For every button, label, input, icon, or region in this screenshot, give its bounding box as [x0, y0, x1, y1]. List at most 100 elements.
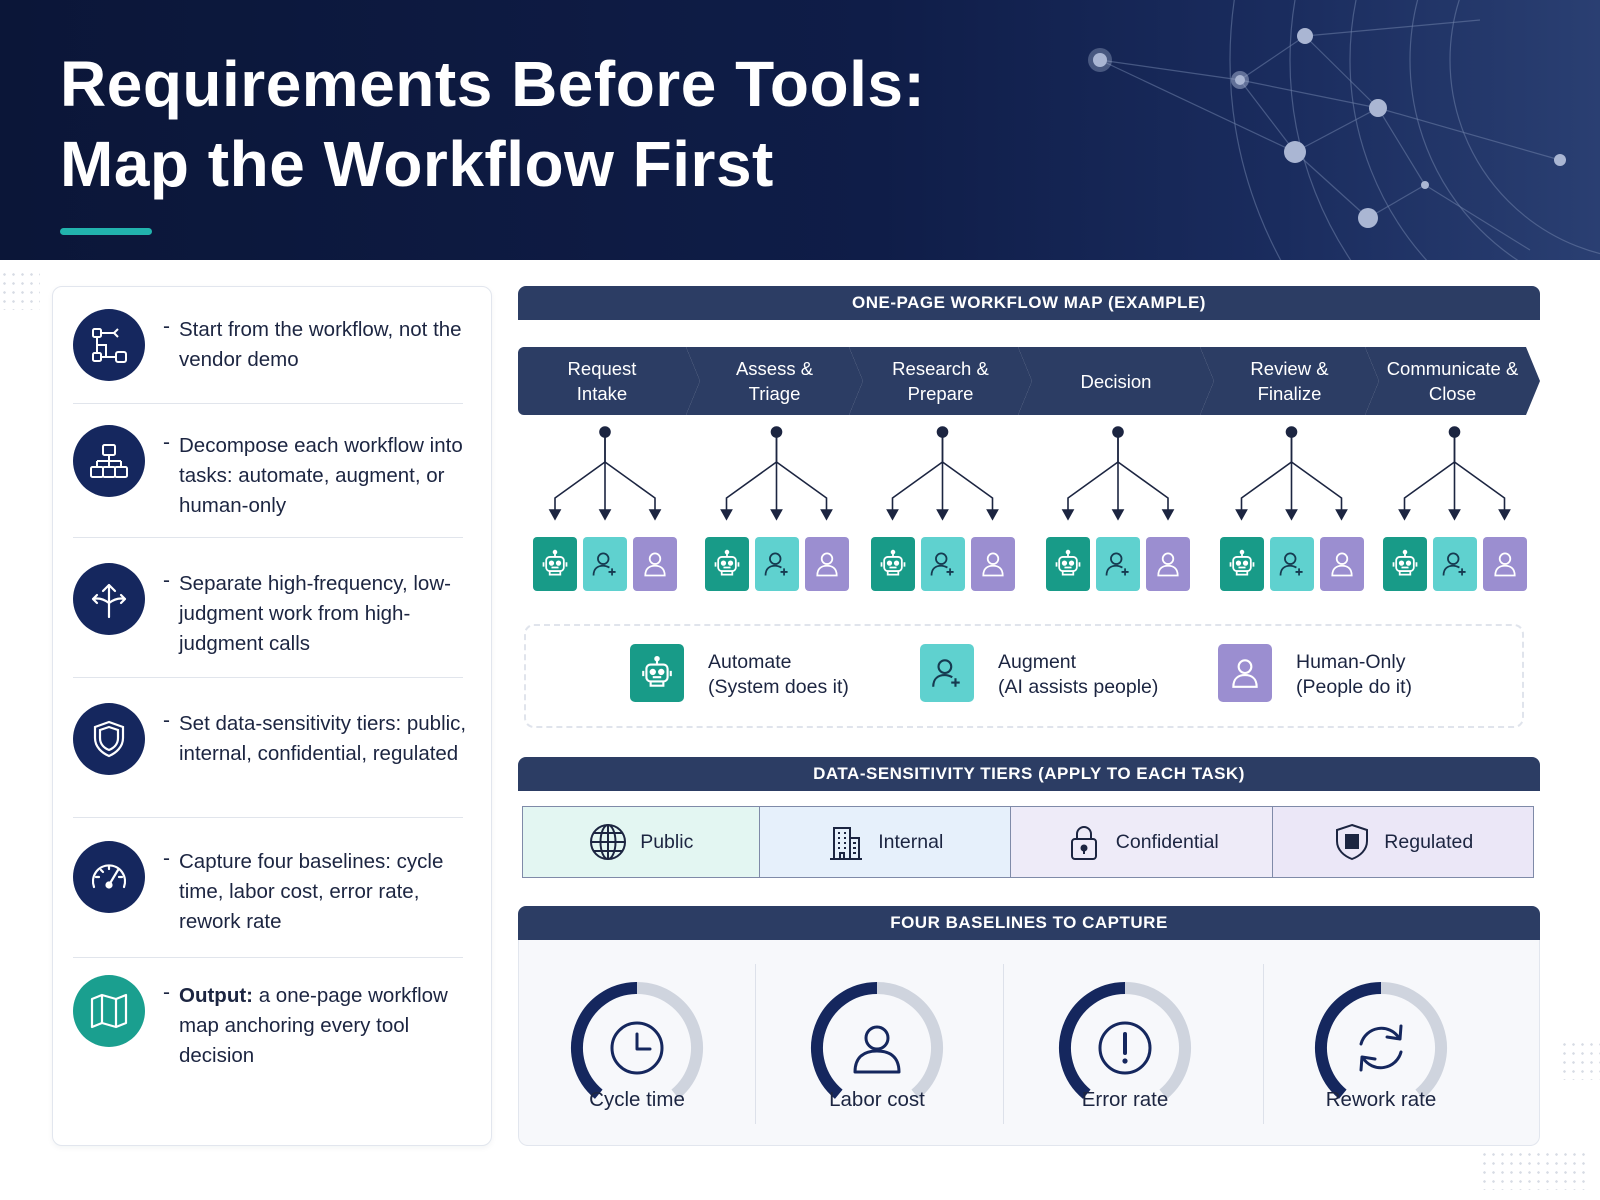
connector-arrow: [986, 509, 999, 521]
connector-arrow: [598, 509, 612, 521]
gauge-track: [876, 982, 943, 1099]
gauge: [1059, 982, 1191, 1099]
connector-arrow: [720, 509, 733, 521]
divider: [73, 537, 463, 538]
connector-arrow: [1448, 509, 1461, 521]
tier-internal: Internal: [759, 807, 1012, 877]
connector-arrow: [886, 509, 899, 521]
gauge-track: [636, 982, 703, 1099]
workflow-step-label: Decision: [1080, 370, 1152, 392]
baseline-error-rate: Error rate: [1025, 940, 1225, 1146]
connector-line: [1240, 461, 1292, 516]
task-connectors: [548, 426, 1511, 521]
connector-tree: [1398, 426, 1511, 521]
refresh-icon: [1359, 1024, 1403, 1072]
tier-label: Regulated: [1384, 830, 1474, 853]
connector-arrow: [548, 509, 562, 521]
point-text: Separate high-frequency, low-judgment wo…: [179, 572, 451, 655]
point-item: - Output: a one-page workflow map anchor…: [73, 955, 473, 1095]
robot-icon: [1046, 537, 1090, 591]
person-icon: [804, 537, 849, 591]
connector-arrow: [1498, 509, 1511, 521]
point-text: Start from the workflow, not the vendor …: [179, 318, 462, 371]
shield-icon: [1332, 822, 1372, 862]
legend-human-label: Human-Only: [1296, 651, 1406, 673]
map-icon: [73, 975, 145, 1047]
robot-icon: [1219, 537, 1264, 591]
person-icon: [1319, 537, 1364, 591]
person-icon: [853, 1025, 901, 1074]
connector-line: [1454, 461, 1506, 516]
connector-arrow: [1111, 509, 1125, 521]
workflow-step-label: Assess &Triage: [735, 358, 814, 404]
gauge-track: [1124, 982, 1191, 1099]
connector-tree: [548, 426, 662, 521]
output-text: a one-page workflow map anchoring every …: [179, 984, 448, 1067]
gauge-fill: [1315, 982, 1382, 1099]
workflow-step-2: Assess &Triage: [686, 347, 863, 415]
divider: [73, 957, 463, 958]
point-text: Capture four baselines: cycle time, labo…: [179, 850, 444, 933]
person-plus-icon: [583, 537, 627, 591]
gauge: [571, 982, 703, 1099]
workflow-step-5: Review &Finalize: [1200, 347, 1379, 415]
legend-automate-desc: (System does it): [708, 676, 849, 698]
shield-icon: [73, 703, 145, 775]
connector-arrow: [820, 509, 833, 521]
tier-public: Public: [523, 807, 760, 877]
workflow-step-label: Research &Prepare: [892, 358, 989, 404]
divider: [73, 817, 463, 818]
legend-augment-desc: (AI assists people): [998, 676, 1159, 698]
baseline-rework-rate: Rework rate: [1281, 940, 1481, 1146]
robot-icon: [1382, 537, 1427, 591]
connector-line: [1067, 461, 1119, 516]
robot-icon: [630, 644, 684, 702]
workflow-icon: [73, 309, 145, 381]
title-line-2: Map the Workflow First: [60, 128, 774, 200]
baseline-label: Labor cost: [829, 1088, 925, 1111]
connector-line: [1117, 461, 1169, 516]
building-icon: [826, 822, 866, 862]
legend-automate-label: Automate: [708, 651, 792, 673]
robot-icon: [533, 537, 577, 591]
connector-tree: [1061, 426, 1175, 521]
baseline-label: Rework rate: [1325, 1088, 1437, 1111]
decor-dots: [0, 270, 40, 310]
split-arrows-icon: [73, 563, 145, 635]
point-text: Output: a one-page workflow map anchorin…: [179, 981, 479, 1071]
person-icon: [970, 537, 1015, 591]
connector-line: [891, 461, 943, 516]
connector-line: [725, 461, 777, 516]
title-accent-bar: [60, 228, 152, 235]
workflow-step-label: Review &Finalize: [1250, 358, 1329, 404]
person-plus-icon: [1269, 537, 1314, 591]
point-text: Decompose each workflow into tasks: auto…: [179, 434, 463, 517]
connector-arrow: [1285, 509, 1298, 521]
connector-line: [1291, 461, 1343, 516]
connector-arrow: [1398, 509, 1411, 521]
connector-tree: [1235, 426, 1348, 521]
baseline-labor-cost: Labor cost: [777, 940, 977, 1146]
robot-icon: [704, 537, 749, 591]
tier-label: Public: [640, 830, 694, 853]
globe-icon: [588, 822, 628, 862]
baselines-title: FOUR BASELINES TO CAPTURE: [518, 906, 1540, 940]
workflow-map-title: ONE-PAGE WORKFLOW MAP (EXAMPLE): [518, 286, 1540, 320]
output-label: Output:: [179, 984, 253, 1007]
gauge: [1315, 982, 1447, 1099]
lock-icon: [1064, 822, 1104, 862]
title-line-1: Requirements Before Tools:: [60, 48, 926, 120]
person-plus-icon: [920, 644, 974, 702]
connector-line: [942, 461, 994, 516]
page-title: Requirements Before Tools: Map the Workf…: [60, 44, 925, 204]
robot-icon: [870, 537, 915, 591]
connector-arrow: [936, 509, 949, 521]
decor-dots: [1560, 1040, 1600, 1080]
person-plus-icon: [920, 537, 965, 591]
key-points-panel: - Start from the workflow, not the vendo…: [52, 286, 492, 1146]
sensitivity-tiers: Public Internal Confidential Regulated: [522, 806, 1534, 878]
gauge-track: [1380, 982, 1447, 1099]
person-plus-icon: [754, 537, 799, 591]
